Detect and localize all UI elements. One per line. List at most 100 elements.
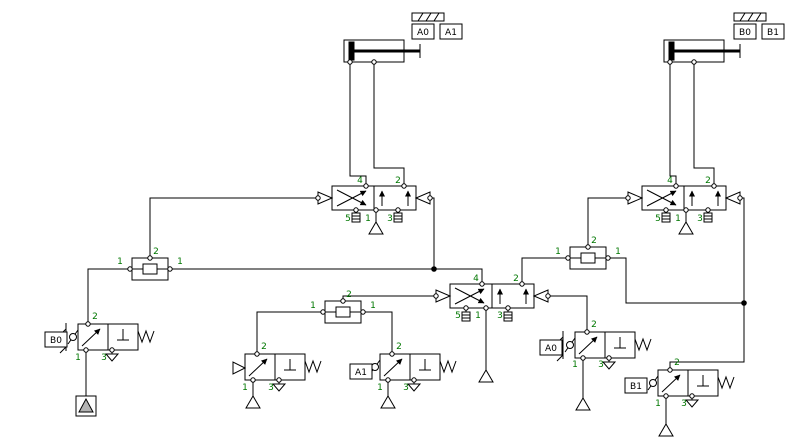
valve-tag-b0: B0 <box>50 336 62 346</box>
silencer-icon <box>461 309 471 322</box>
port-label: 2 <box>261 342 267 352</box>
exhaust-icon <box>272 383 286 392</box>
port-label: 3 <box>497 311 503 321</box>
valve-5-2-cascade[interactable] <box>435 283 549 309</box>
shuttle-valve-1[interactable] <box>131 257 169 281</box>
wire <box>521 257 568 284</box>
sensor-box-a1[interactable]: A1 <box>439 23 463 40</box>
valve-tag-a1: A1 <box>355 368 367 378</box>
wire <box>669 197 745 370</box>
air-supply-icon[interactable] <box>678 221 694 235</box>
valve-3-2-start[interactable] <box>232 353 322 381</box>
sensor-label-b0: B0 <box>739 28 751 38</box>
tag-box-a0[interactable]: A0 <box>539 339 563 356</box>
compressed-air-source[interactable] <box>75 395 97 417</box>
roller-icon <box>67 329 79 345</box>
port-label: 1 <box>675 214 681 224</box>
valve-5-2-a[interactable] <box>317 185 431 211</box>
position-ruler-a[interactable] <box>411 12 445 22</box>
air-supply-icon[interactable] <box>575 397 591 411</box>
spring-icon <box>634 338 652 351</box>
spring-icon <box>717 376 735 389</box>
port-label: 3 <box>697 214 703 224</box>
sensor-label-b1: B1 <box>767 28 779 38</box>
port-label: 3 <box>101 353 107 363</box>
air-supply-icon[interactable] <box>368 221 384 235</box>
port-label: 4 <box>473 274 479 284</box>
port-label: 2 <box>591 236 597 246</box>
wire <box>256 311 323 354</box>
port-label: 1 <box>177 257 183 267</box>
port-label: 1 <box>75 353 81 363</box>
port-label: 2 <box>92 312 98 322</box>
port-label: 2 <box>513 274 519 284</box>
port-label: 5 <box>345 214 351 224</box>
valve-5-2-b[interactable] <box>627 185 741 211</box>
junction-dot <box>431 266 437 272</box>
sensor-box-a0[interactable]: A0 <box>411 23 435 40</box>
port-label: 5 <box>655 214 661 224</box>
wire <box>669 62 677 186</box>
wire <box>430 197 435 269</box>
port-label: 2 <box>153 247 159 257</box>
air-supply-icon[interactable] <box>658 423 674 437</box>
port-label: 2 <box>396 342 402 352</box>
port-label: 3 <box>681 399 687 409</box>
valve-3-2-a1[interactable] <box>369 353 457 381</box>
wire <box>548 295 588 332</box>
port-label: 2 <box>346 290 352 300</box>
roller-icon <box>647 375 659 391</box>
wire <box>693 62 715 186</box>
port-label: 3 <box>268 383 274 393</box>
port-label: 1 <box>475 311 481 321</box>
port-label: 4 <box>667 176 673 186</box>
valve-3-2-b0[interactable] <box>59 322 155 354</box>
port-label: 2 <box>705 176 711 186</box>
port-label: 1 <box>365 214 371 224</box>
port-label: 3 <box>387 214 393 224</box>
port-labels: 4 2 5 1 3 4 2 5 1 3 4 2 5 1 3 2 1 3 2 1 … <box>75 176 711 409</box>
cylinder-b[interactable] <box>663 39 741 63</box>
wire <box>434 268 483 284</box>
wire <box>373 62 405 186</box>
valve-3-2-a0[interactable] <box>556 330 652 362</box>
position-ruler-b[interactable] <box>733 12 767 22</box>
port-label: 1 <box>242 383 248 393</box>
tag-box-b0[interactable]: B0 <box>44 331 68 348</box>
spring-icon <box>137 330 155 343</box>
sensor-box-b1[interactable]: B1 <box>761 23 785 40</box>
sensor-box-b0[interactable]: B0 <box>733 23 757 40</box>
air-supply-icon[interactable] <box>478 369 494 383</box>
valve-tag-b1: B1 <box>630 382 642 392</box>
shuttle-valve-3[interactable] <box>569 246 607 270</box>
port-label: 1 <box>655 399 661 409</box>
shuttle-valve-2[interactable] <box>324 300 362 324</box>
wire <box>587 197 628 247</box>
exhaust-icon <box>685 399 699 408</box>
spring-icon <box>439 360 457 373</box>
port-label: 1 <box>572 360 578 370</box>
exhaust-icon <box>105 353 119 362</box>
wire <box>363 311 393 354</box>
tag-box-b1[interactable]: B1 <box>624 377 648 394</box>
port-label: 2 <box>591 320 597 330</box>
tag-box-a1[interactable]: A1 <box>349 363 373 380</box>
valve-tag-a0: A0 <box>545 344 557 354</box>
port-label: 4 <box>357 176 363 186</box>
air-supply-icon[interactable] <box>245 395 261 409</box>
exhaust-icon <box>407 383 421 392</box>
pilot-icon <box>232 361 247 375</box>
port-label: 1 <box>310 301 316 311</box>
port-label: 3 <box>598 360 604 370</box>
valve-3-2-b1[interactable] <box>647 369 735 397</box>
port-label: 1 <box>615 247 621 257</box>
sensor-label-a0: A0 <box>417 28 429 38</box>
silencer-icon <box>503 309 513 322</box>
roller-icon <box>564 337 576 353</box>
sensor-label-a1: A1 <box>445 28 457 38</box>
port-circles <box>83 59 743 399</box>
cylinder-a[interactable] <box>343 39 421 63</box>
air-supply-icon[interactable] <box>380 395 396 409</box>
wire <box>149 197 318 258</box>
